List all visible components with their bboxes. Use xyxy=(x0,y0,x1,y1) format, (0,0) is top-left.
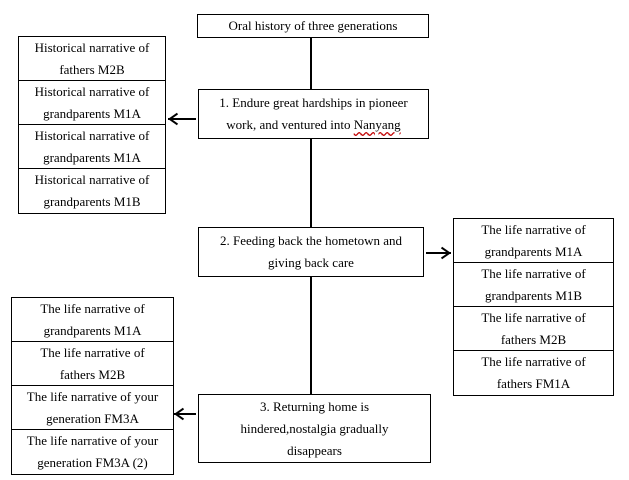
arrow-right-icon xyxy=(442,247,452,259)
arrow-left-icon xyxy=(167,113,177,125)
stage-3-line1: 3. Returning home is xyxy=(259,398,370,414)
group-1-box: Historical narrative of grandparents M1A xyxy=(18,124,166,169)
group-2-box: The life narrative of grandparents M1B xyxy=(453,262,614,307)
connector-stage2-stage3 xyxy=(310,277,312,394)
stage-1-line2: work, and ventured into Nanyang xyxy=(226,114,400,136)
connector-stage1-stage2 xyxy=(310,139,312,227)
group-1-box-line1: Historical narrative of xyxy=(34,83,150,99)
group-3-box-line1: The life narrative of xyxy=(40,300,145,316)
group-3-box-line2: fathers M2B xyxy=(59,366,126,382)
group-1-box-line1: Historical narrative of xyxy=(34,39,150,55)
group-3-box-line1: The life narrative of your xyxy=(26,433,159,448)
stage-2-box: 2. Feeding back the hometown and giving … xyxy=(198,227,424,277)
group-2-box: The life narrative of fathers M2B xyxy=(453,306,614,351)
group-2-box-line1: The life narrative of xyxy=(481,265,586,281)
group-2-box-line1: The life narrative of xyxy=(481,309,586,325)
stage-1-line2-text: work, and ventured into xyxy=(226,117,354,132)
group-2-box-line1: The life narrative of xyxy=(481,221,586,237)
group-1-box: Historical narrative of grandparents M1A xyxy=(18,80,166,125)
group-2-box-line2: fathers FM1A xyxy=(496,376,571,391)
group-2-box: The life narrative of grandparents M1A xyxy=(453,218,614,263)
arrow-stage3-to-group3-line xyxy=(174,413,196,415)
stage-2-line2: giving back care xyxy=(268,255,354,270)
stage-1-keyword: Nanyang xyxy=(353,117,401,132)
group-3-box: The life narrative of your generation FM… xyxy=(11,385,174,430)
title-text: Oral history of three generations xyxy=(228,18,398,33)
stage-3-line2: hindered,nostalgia gradually xyxy=(240,420,389,436)
stage-3-line3: disappears xyxy=(287,442,342,458)
group-1-box: Historical narrative of fathers M2B xyxy=(18,36,166,81)
group-3-box-line1: The life narrative of xyxy=(40,344,145,360)
group-1-box-line2: fathers M2B xyxy=(59,61,125,77)
title-box: Oral history of three generations xyxy=(197,14,429,38)
group-3-box: The life narrative of your generation FM… xyxy=(11,429,174,475)
connector-title-stage1 xyxy=(310,38,312,89)
group-1-box-line2: grandparents M1A xyxy=(43,105,141,121)
arrow-stage2-to-group2-line xyxy=(426,252,451,254)
group-1-box: Historical narrative of grandparents M1B xyxy=(18,168,166,214)
stage-1-box: 1. Endure great hardships in pioneer wor… xyxy=(198,89,429,139)
group-2-box-line2: fathers M2B xyxy=(500,331,567,347)
group-2-box-line2: grandparents M1B xyxy=(484,287,583,303)
arrow-stage1-to-group1-line xyxy=(168,118,196,120)
group-3-box-line2: generation FM3A (2) xyxy=(37,455,148,470)
group-3-box-line2: grandparents M1A xyxy=(43,322,142,338)
stage-2-line1: 2. Feeding back the hometown and xyxy=(220,233,402,248)
group-2-box: The life narrative of fathers FM1A xyxy=(453,350,614,396)
arrow-left-icon xyxy=(173,408,183,420)
group-3-box: The life narrative of fathers M2B xyxy=(11,341,174,386)
stage-3-box: 3. Returning home is hindered,nostalgia … xyxy=(198,394,431,463)
group-3-box-line1: The life narrative of your xyxy=(26,388,159,404)
group-1-box-line2: grandparents M1B xyxy=(43,194,141,209)
group-1-box-line2: grandparents M1A xyxy=(43,149,141,165)
group-2-box-line1: The life narrative of xyxy=(481,354,586,369)
group-3-box: The life narrative of grandparents M1A xyxy=(11,297,174,342)
stage-1-line1: 1. Endure great hardships in pioneer xyxy=(219,95,408,110)
group-1-box-line1: Historical narrative of xyxy=(34,127,150,143)
group-1-box-line1: Historical narrative of xyxy=(34,172,150,187)
group-2-box-line2: grandparents M1A xyxy=(484,243,583,259)
group-3-box-line2: generation FM3A xyxy=(46,410,139,426)
